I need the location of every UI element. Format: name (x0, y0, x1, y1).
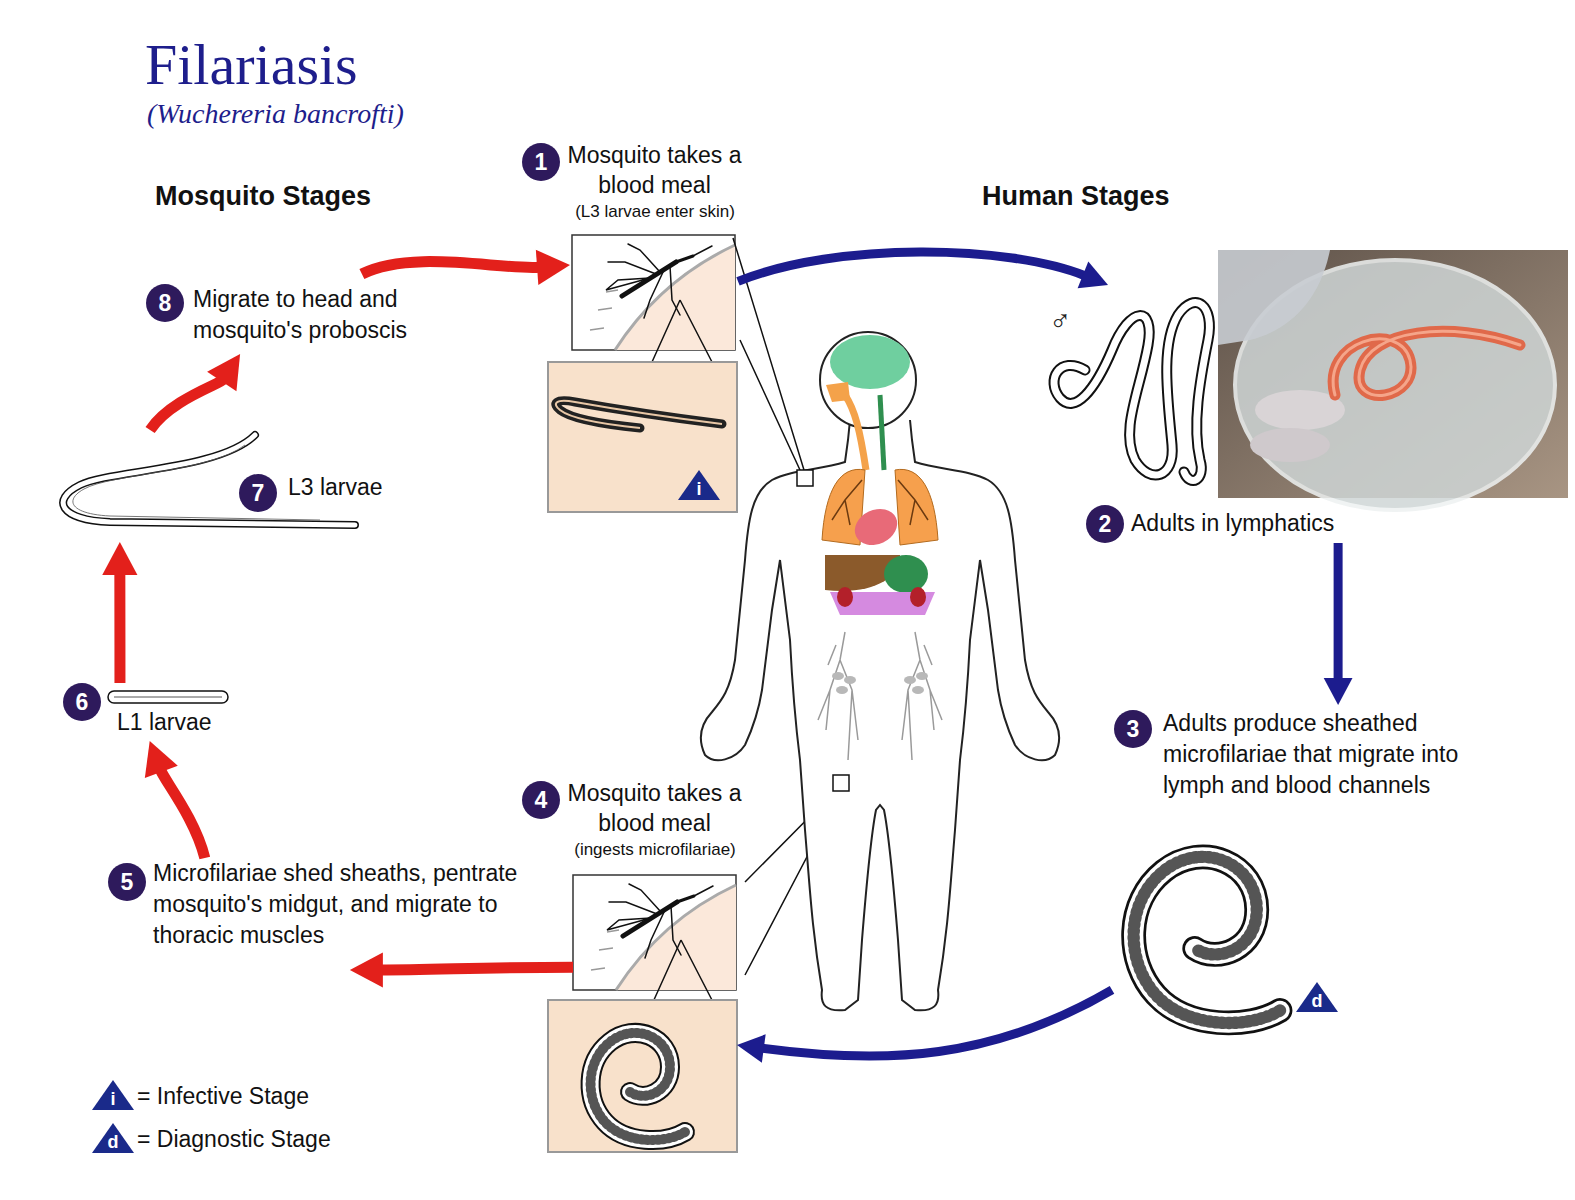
male-symbol: ♂ (1049, 304, 1072, 338)
life-cycle-arrow (362, 250, 570, 285)
diagram-subtitle: (Wuchereria bancrofti) (147, 97, 404, 131)
arrow-line (150, 380, 223, 430)
step-note: (L3 larvae enter skin) (545, 202, 765, 222)
legend-text: = Infective Stage (137, 1081, 309, 1111)
step-note: (ingests microfilariae) (545, 840, 765, 860)
step-description: Migrate to head and mosquito's proboscis (193, 284, 438, 346)
arrow-line (1334, 543, 1343, 680)
step-description: Microfilariae shed sheaths, pentrate mos… (153, 858, 519, 951)
arrow-head (350, 952, 383, 987)
life-cycle-arrow (737, 990, 1112, 1063)
step-description: L1 larvae (117, 707, 212, 737)
life-cycle-arrow (350, 952, 573, 987)
arrow-head (207, 354, 240, 391)
step-number: 2 (1086, 505, 1124, 543)
life-cycle-step: 3 Adults produce sheathed microfilariae t… (1112, 705, 1462, 1025)
section-heading: Human Stages (982, 180, 1170, 212)
step-number: 8 (146, 284, 184, 322)
step-number: 6 (63, 683, 101, 721)
step-number: 5 (108, 863, 146, 901)
human-figure (701, 332, 1059, 1010)
section-heading: Mosquito Stages (155, 180, 371, 212)
life-cycle-arrow (150, 354, 240, 430)
arrow-head (145, 741, 178, 778)
arrow-head (536, 250, 570, 285)
life-cycle-arrow (102, 542, 137, 683)
life-cycle-step: 6 L1 larvae (62, 683, 234, 741)
step-description: Mosquito takes a blood meal (562, 140, 747, 200)
arrow-line (381, 967, 573, 970)
step-description: Mosquito takes a blood meal (562, 778, 747, 838)
life-cycle-step: 4Mosquito takes a blood meal(ingests mic… (573, 778, 737, 1154)
stage-marker: i (92, 1088, 134, 1110)
life-cycle-arrow (1324, 543, 1353, 705)
step-number: 3 (1114, 710, 1152, 748)
stage-marker: i (678, 478, 720, 500)
life-cycle-step: 8Migrate to head and mosquito's probosci… (145, 274, 445, 354)
life-cycle-step: 2Adults in lymphatics (1045, 285, 1365, 543)
stage-marker: d (92, 1131, 134, 1153)
legend-text: = Diagnostic Stage (137, 1124, 331, 1154)
step-description: Adults in lymphatics (1131, 508, 1334, 538)
arrow-line (762, 990, 1112, 1056)
arrow-line (161, 770, 205, 858)
step-description: Adults produce sheathed microfilariae th… (1163, 708, 1463, 801)
arrow-head (737, 1034, 766, 1063)
arrow-line (738, 252, 1085, 281)
life-cycle-arrow (738, 252, 1108, 288)
arrow-head (1324, 678, 1353, 705)
step-number: 7 (239, 474, 277, 512)
step-number: 1 (522, 143, 560, 181)
arrow-line (114, 573, 125, 683)
life-cycle-step: 1Mosquito takes a blood meal(L3 larvae e… (570, 140, 738, 512)
life-cycle-arrow (145, 741, 205, 858)
life-cycle-step: 7 L3 larvae (60, 430, 400, 542)
step-description: L3 larvae (288, 472, 383, 502)
step-number: 4 (522, 781, 560, 819)
stage-marker: d (1296, 990, 1338, 1012)
arrow-head (1078, 262, 1108, 289)
diagram-title: Filariasis (145, 30, 358, 100)
arrow-head (102, 542, 137, 575)
life-cycle-step: 5Microfilariae shed sheaths, pentrate mo… (108, 858, 520, 970)
arrow-line (362, 262, 539, 274)
